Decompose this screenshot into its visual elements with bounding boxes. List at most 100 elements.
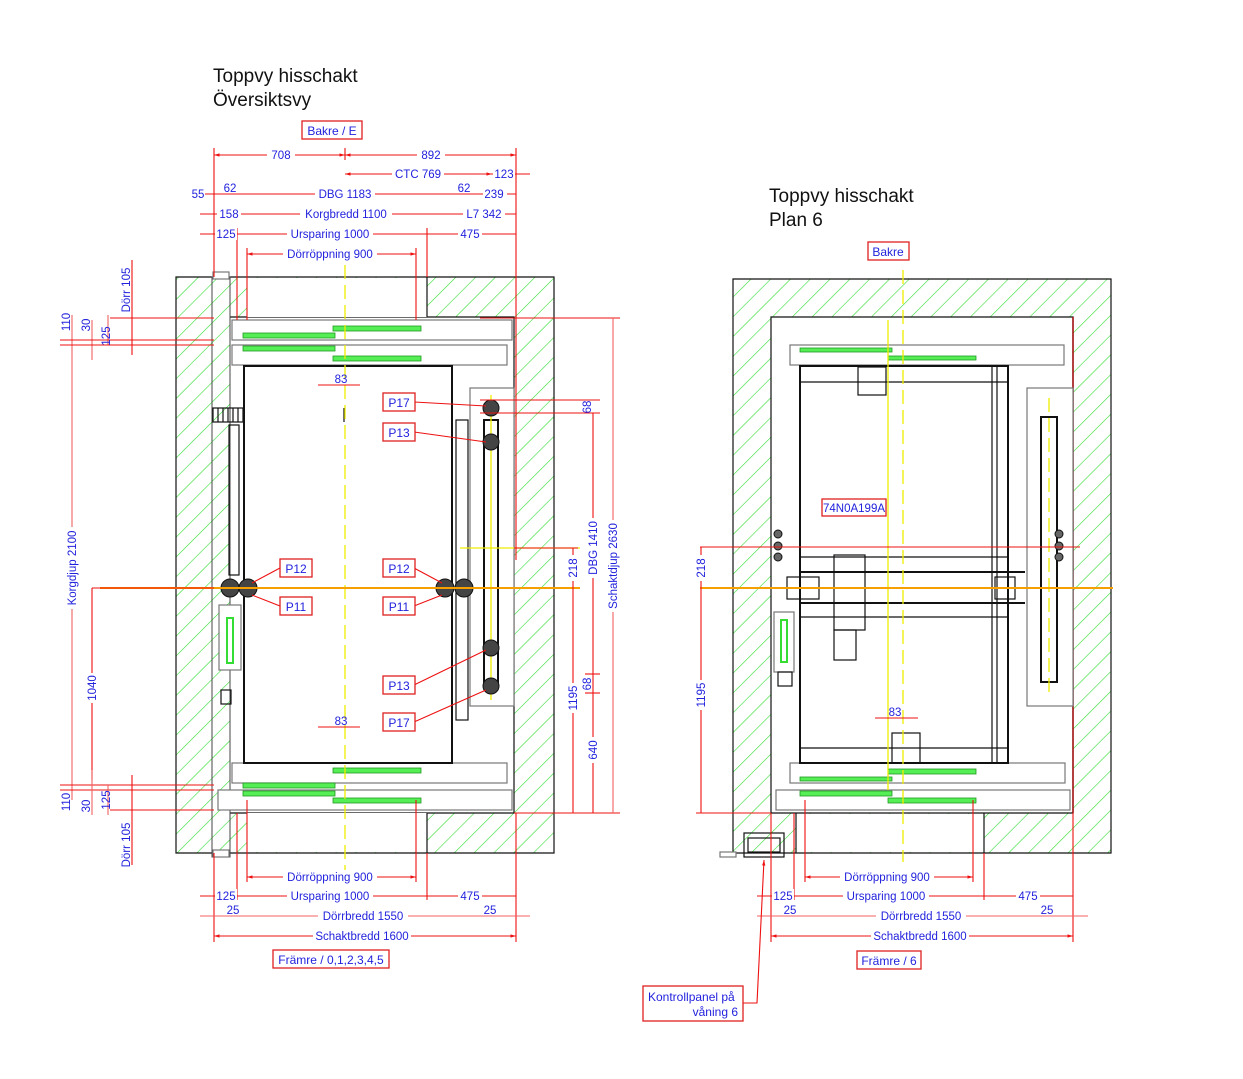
overview-front-label: Främre / 0,1,2,3,4,5 — [272, 949, 390, 969]
dim-30-top: 30 — [81, 319, 93, 332]
overview-door-offset-top: 83 — [318, 374, 360, 386]
callout-p13-top-text: P13 — [388, 426, 410, 440]
dim-dorroppning-top: Dörröppning 900 — [287, 249, 373, 261]
callout-p17-bottom — [382, 712, 416, 732]
dim-schaktbredd-plan6: Schaktbredd 1600 — [873, 931, 966, 943]
dim-schaktdjup: Schaktdjup 2630 — [608, 523, 620, 609]
callout-p13-bottom-text: P13 — [388, 679, 410, 693]
dim-dbg-1183: DBG 1183 — [319, 189, 372, 201]
callout-p12-left — [279, 558, 313, 578]
dim-218-plan6: 218 — [696, 558, 708, 577]
dim-125-bottom: 125 — [216, 891, 235, 903]
dim-dorroppning-bottom: Dörröppning 900 — [287, 872, 373, 884]
dim-475-plan6: 475 — [1018, 891, 1037, 903]
dim-ursparing-bottom: Ursparing 1000 — [291, 891, 370, 903]
dim-83-bottom: 83 — [335, 716, 348, 728]
overview-title: Toppvy hisschakt Översiktsvy — [213, 65, 358, 113]
dim-110-top: 110 — [61, 313, 73, 331]
dim-dorrbredd-plan6: Dörrbredd 1550 — [881, 911, 962, 923]
overview-callouts: P17 P13 P12 P11 P12 P11 P13 P17 — [251, 392, 487, 732]
dim-1040: 1040 — [87, 675, 99, 701]
overview-rollers — [220, 399, 500, 695]
dim-68-bottom: 68 — [582, 678, 594, 691]
dim-218: 218 — [568, 558, 580, 577]
plan6-title-line1: Toppvy hisschakt — [769, 186, 914, 207]
callout-p13-top — [382, 422, 416, 442]
plan6-shaft-walls — [719, 278, 1112, 858]
dim-l7-342: L7 342 — [466, 209, 501, 221]
plan6-back-label-text: Bakre — [872, 245, 904, 259]
overview-bottom-dimensions: Dörröppning 900 125 Ursparing 1000 475 2… — [200, 800, 530, 943]
plan6-front-label-text: Främre / 6 — [861, 954, 917, 968]
plan6-title: Toppvy hisschakt Plan 6 — [769, 185, 914, 233]
overview-front-label-text: Främre / 0,1,2,3,4,5 — [278, 953, 384, 967]
dim-62-left: 62 — [224, 183, 237, 195]
dim-83-top: 83 — [335, 374, 348, 386]
overview-back-label-text: Bakre / E — [307, 124, 356, 138]
dim-dbg-1410: DBG 1410 — [588, 521, 600, 575]
dim-123: 123 — [494, 169, 513, 181]
dim-55: 55 — [192, 189, 205, 201]
dim-dorr-105-top: Dörr 105 — [121, 268, 133, 313]
dim-158: 158 — [219, 209, 238, 221]
overview-door-offset-bottom: 83 — [318, 716, 360, 728]
dim-239: 239 — [484, 189, 503, 201]
dim-1195-plan6: 1195 — [696, 683, 708, 708]
plan6-part-number: 74N0A199A — [821, 498, 887, 517]
overview-top-dimensions: 708 892 CTC 769 123 55 62 DBG 1183 62 23… — [192, 148, 530, 560]
dim-125-top: 125 — [216, 229, 235, 241]
overview-landing-door-top — [231, 319, 513, 366]
callout-p12-right — [382, 558, 416, 578]
dim-1195: 1195 — [568, 686, 580, 711]
dim-25-right: 25 — [484, 905, 497, 917]
dim-892: 892 — [421, 150, 440, 162]
dim-korgbredd: Korgbredd 1100 — [305, 209, 387, 221]
overview-right-dimensions: 68 DBG 1410 Schaktdjup 2630 218 1195 68 … — [480, 317, 620, 814]
callout-p12-right-text: P12 — [388, 562, 410, 576]
callout-p11-right — [382, 596, 416, 616]
plan6-front-label: Främre / 6 — [856, 950, 922, 970]
plan6-landing-doors — [775, 344, 1071, 811]
callout-p12-left-text: P12 — [285, 562, 307, 576]
dim-25-left: 25 — [227, 905, 240, 917]
plan6-title-line2: Plan 6 — [769, 210, 823, 231]
overview-title-line1: Toppvy hisschakt — [213, 66, 358, 87]
dim-ursparing-top: Ursparing 1000 — [291, 229, 370, 241]
dim-640: 640 — [588, 740, 600, 759]
dim-708: 708 — [271, 150, 290, 162]
dim-dorroppning-plan6: Dörröppning 900 — [844, 872, 930, 884]
dim-125-left-bottom: 125 — [101, 790, 113, 809]
dim-475-top: 475 — [460, 229, 479, 241]
dim-ursparing-plan6: Ursparing 1000 — [847, 891, 926, 903]
plan6-control-panel-callout: Kontrollpanel på våning 6 — [642, 859, 766, 1022]
callout-p17-top — [382, 392, 416, 412]
plan6-car-frame — [773, 365, 1025, 764]
overview-landing-door-bottom — [217, 762, 513, 811]
plan6-view: Bakre — [642, 241, 1113, 1022]
plan6-door-offset: 83 — [875, 707, 918, 719]
dim-125-plan6: 125 — [773, 891, 792, 903]
plan6-back-label: Bakre — [867, 241, 910, 261]
control-panel-label-line2: våning 6 — [693, 1005, 739, 1019]
overview-back-label: Bakre / E — [301, 120, 363, 140]
dim-30-bottom: 30 — [81, 800, 93, 813]
dim-83-plan6: 83 — [889, 707, 902, 719]
dim-25-left-plan6: 25 — [784, 905, 797, 917]
dim-dorrbredd: Dörrbredd 1550 — [323, 911, 404, 923]
overview-car — [212, 365, 469, 764]
plan6-left-dimensions: 218 1195 — [693, 547, 771, 814]
dim-korgdjup: Korgdjup 2100 — [67, 531, 79, 606]
callout-p13-bottom — [382, 675, 416, 695]
dim-110-bottom: 110 — [61, 793, 73, 811]
callout-p11-left — [279, 596, 313, 616]
callout-p11-right-text: P11 — [389, 600, 410, 614]
callout-p17-bottom-text: P17 — [388, 716, 410, 730]
dim-68-top: 68 — [582, 401, 594, 414]
plan6-bottom-dimensions: Dörröppning 900 125 Ursparing 1000 475 2… — [757, 800, 1088, 943]
dim-schaktbredd: Schaktbredd 1600 — [315, 931, 408, 943]
overview-view: Bakre / E — [60, 120, 620, 969]
dim-125-left-top: 125 — [101, 326, 113, 345]
dim-ctc: CTC 769 — [395, 169, 441, 181]
overview-left-dimensions: Dörr 105 110 30 125 Korgdjup 2100 1040 1… — [60, 260, 214, 867]
